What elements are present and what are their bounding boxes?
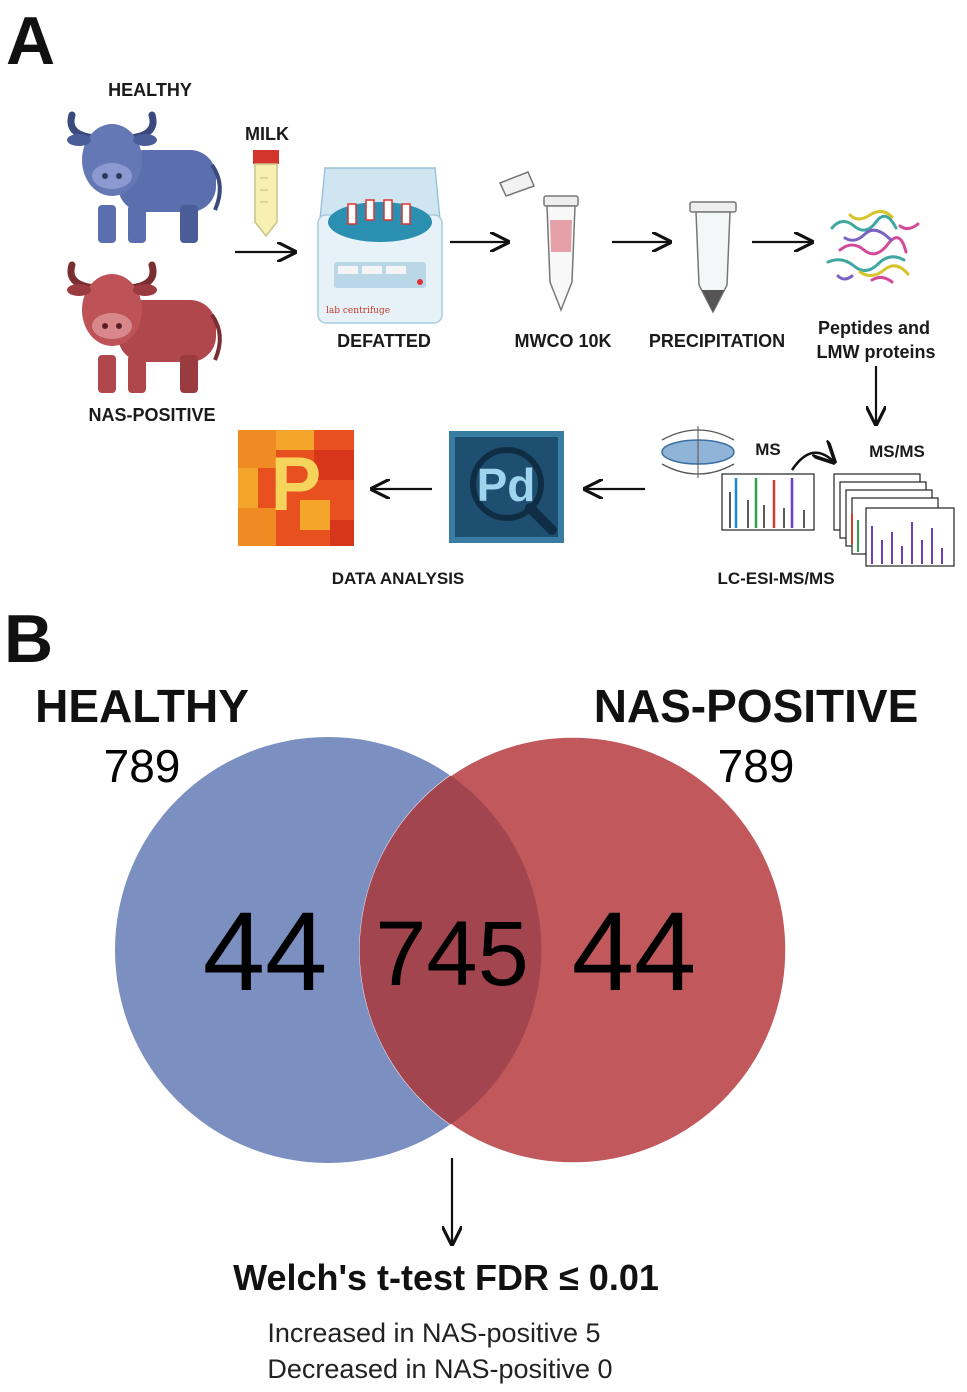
peptides-label-line2: LMW proteins [817,342,936,362]
nas-positive-label: NAS-POSITIVE [88,405,215,425]
venn-healthy-total: 789 [104,740,181,792]
ms-label: MS [755,440,781,459]
healthy-cow-icon [67,111,222,243]
proteome-discoverer-logo-icon: Pd [449,431,564,543]
panel-a-letter: A [6,3,55,79]
centrifuge-brand: lab centrifuge [326,306,390,316]
venn-nas-title: NAS-POSITIVE [594,680,919,732]
msms-spectra-stack-icon [833,473,955,567]
milk-label: MILK [245,124,289,144]
venn-healthy-only-count: 44 [203,889,328,1014]
ms-spectrum-icon [721,473,815,531]
venn-shared-count: 745 [375,903,529,1005]
venn-overlap-region [359,775,542,1125]
centrifuge-icon: lab centrifuge [317,167,443,324]
milk-tube-icon [253,150,279,238]
venn-nas-only-count: 44 [572,889,697,1014]
mwco-label: MWCO 10K [514,331,611,351]
perseus-logo-icon: P [238,430,354,546]
data-analysis-label: DATA ANALYSIS [332,569,465,588]
msms-label: MS/MS [869,442,925,461]
panel-b-letter: B [4,601,53,677]
healthy-label: HEALTHY [108,80,192,100]
venn-healthy-title: HEALTHY [35,680,249,732]
decreased-count-text: Decreased in NAS-positive 0 [267,1354,612,1384]
defatted-label: DEFATTED [337,331,431,351]
venn-nas-total: 789 [718,740,795,792]
precipitation-tube-icon [689,201,737,314]
venn-diagram: 44 745 44 [115,736,787,1164]
ms-to-msms-arrow [790,453,834,471]
peptides-label-line1: Peptides and [818,318,930,338]
increased-count-text: Increased in NAS-positive 5 [267,1318,600,1348]
welch-test-title: Welch's t-test FDR ≤ 0.01 [233,1257,659,1298]
nas-positive-cow-icon [67,261,222,393]
lcms-label: LC-ESI-MS/MS [717,569,834,588]
peptides-cloud-icon [826,210,920,284]
mwco-tube-icon [498,171,579,313]
esi-source-icon [661,426,735,478]
pd-logo-text: Pd [477,459,536,511]
perseus-logo-text: P [271,442,322,527]
precipitation-label: PRECIPITATION [649,331,785,351]
